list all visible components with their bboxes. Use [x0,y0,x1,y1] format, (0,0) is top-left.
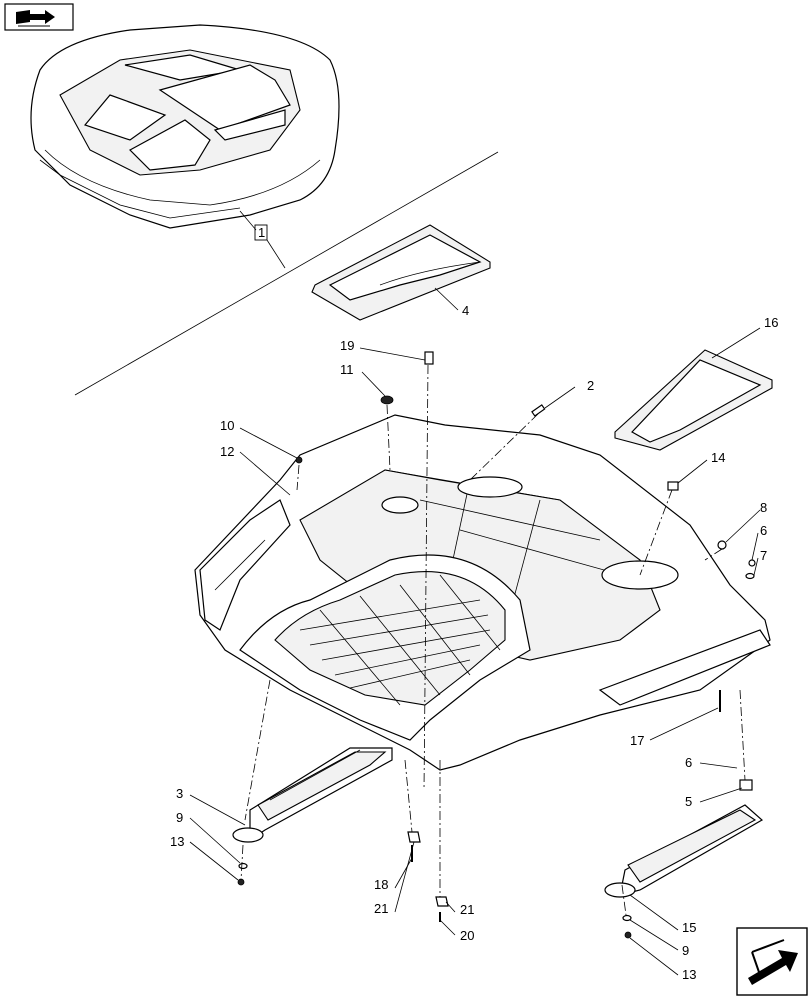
callout-3: 3 [176,786,183,801]
callout-21a: 21 [374,901,388,916]
callout-10: 10 [220,418,234,433]
callout-9a: 9 [176,810,183,825]
callout-17: 17 [630,733,644,748]
part-4-panel [311,224,491,321]
callout-5: 5 [685,794,692,809]
callout-6b: 6 [685,755,692,770]
callout-11: 11 [340,362,354,377]
callout-18: 18 [374,877,388,892]
part-2-pin [531,404,546,417]
part-9-washer-right [622,914,632,922]
callout-15: 15 [682,920,696,935]
book-arrow-icon[interactable] [4,3,74,31]
callout-12: 12 [220,444,234,459]
callout-13a: 13 [170,834,184,849]
callout-4: 4 [462,303,469,318]
part-15-duct [604,804,764,898]
callout-2: 2 [587,378,594,393]
callout-19: 19 [340,338,354,353]
part-10-screw [295,456,303,464]
part-21-elbow-upper [407,831,421,843]
callout-7: 7 [760,548,767,563]
callout-13b: 13 [682,967,696,982]
callout-20: 20 [460,928,474,943]
part-5-bracket [739,779,753,791]
part-21-elbow-lower [435,896,449,907]
roof-cover-assembly [30,24,340,229]
callout-6a: 6 [760,523,767,538]
callout-14: 14 [711,450,725,465]
part-11-plug [380,395,394,405]
part-19-clip [424,351,434,365]
part-14-clip [667,481,679,491]
callout-8: 8 [760,500,767,515]
part-13-screw-right [624,931,632,939]
callout-21b: 21 [460,902,474,917]
part-8-nut [717,540,727,550]
part-16-panel [614,349,773,451]
part-6-screw [748,559,756,567]
part-9-washer-left [238,862,248,870]
part-3-duct [232,747,393,843]
headliner-main-assembly [194,414,771,771]
part-7-washer [745,572,755,580]
next-page-arrow-icon[interactable] [736,927,808,996]
callout-16: 16 [764,315,778,330]
callout-1: 1 [258,225,265,240]
callout-9b: 9 [682,943,689,958]
